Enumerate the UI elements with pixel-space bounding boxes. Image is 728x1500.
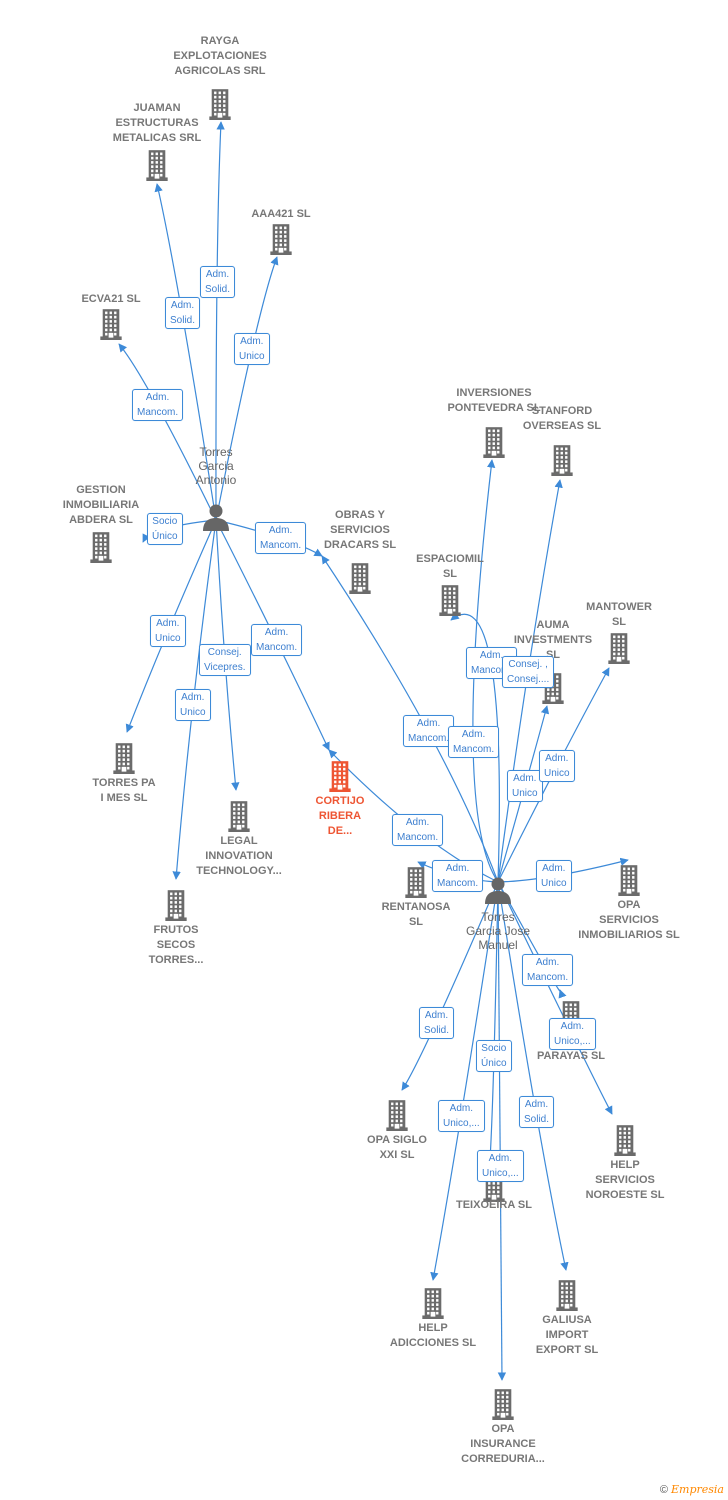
building-icon (560, 1122, 690, 1158)
edge-label[interactable]: Adm. Unico,... (549, 1018, 596, 1050)
node-label: CORTIJO RIBERA DE... (315, 795, 365, 837)
building-icon (368, 1285, 498, 1321)
edge-label[interactable]: Adm. Mancom. (448, 726, 500, 758)
node-label: INVERSIONES PONTEVEDRA SL (447, 387, 541, 414)
building-icon (174, 798, 304, 834)
edge-label[interactable]: Socio Único (147, 513, 183, 545)
node-label: ESPACIOMIL SL (416, 553, 484, 580)
edge-label[interactable]: Socio Único (476, 1040, 512, 1072)
edge-label[interactable]: Adm. Mancom. (255, 522, 307, 554)
edge-label[interactable]: Adm. Unico,... (438, 1100, 485, 1132)
building-icon (59, 740, 189, 776)
node-label: AUMA INVESTMENTS SL (513, 619, 593, 661)
edge-label[interactable]: Adm. Solid. (200, 266, 236, 298)
node-label: ECVA21 SL (81, 293, 141, 305)
building-icon (295, 560, 425, 596)
edge-label[interactable]: Adm. Mancom. (251, 624, 303, 656)
building-icon (564, 862, 694, 898)
building-icon (111, 887, 241, 923)
building-icon (385, 582, 515, 618)
node-label: TORRES PA I MES SL (92, 777, 156, 804)
copyright-symbol: © (659, 1484, 668, 1496)
edge-label[interactable]: Adm. Solid. (519, 1096, 555, 1128)
edge-label[interactable]: Adm. Unico (175, 689, 211, 721)
edge-label[interactable]: Consej. , Consej.... (502, 656, 555, 688)
edge-label[interactable]: Adm. Mancom. (432, 860, 484, 892)
node-label: FRUTOS SECOS TORRES... (148, 924, 204, 966)
edge-label[interactable]: Consej. Vicepres. (199, 644, 251, 676)
building-icon (46, 306, 176, 342)
node-label: HELP ADICCIONES SL (389, 1322, 477, 1349)
node-label: GESTION INMOBILIARIA ABDERA SL (62, 484, 140, 526)
node-label: OPA SERVICIOS INMOBILIARIOS SL (578, 899, 680, 941)
edge-label[interactable]: Adm. Unico (234, 333, 270, 365)
edge-label[interactable]: Adm. Mancom. (132, 389, 184, 421)
building-icon (92, 147, 222, 183)
building-icon (497, 442, 627, 478)
node-label: HELP SERVICIOS NOROESTE SL (585, 1159, 665, 1201)
person-icon (433, 873, 563, 907)
edge-label[interactable]: Adm. Unico,... (477, 1150, 524, 1182)
building-icon (554, 630, 684, 666)
brand-logo[interactable]: Empresia (671, 1483, 724, 1496)
node-label: OPA INSURANCE CORREDURIA... (461, 1423, 545, 1465)
building-icon (216, 221, 346, 257)
node-label: RAYGA EXPLOTACIONES AGRICOLAS SRL (173, 35, 267, 77)
node-label: Torres Garcia Antonio (195, 445, 237, 487)
node-label: LEGAL INNOVATION TECHNOLOGY... (196, 835, 282, 877)
edge-label[interactable]: Adm. Solid. (419, 1007, 455, 1039)
building-icon (155, 86, 285, 122)
edge-label[interactable]: Adm. Unico (150, 615, 186, 647)
edge-label[interactable]: Adm. Mancom. (403, 715, 455, 747)
edge-label[interactable]: Adm. Unico (536, 860, 572, 892)
node-label: JUAMAN ESTRUCTURAS METALICAS SRL (112, 102, 202, 144)
building-icon (36, 529, 166, 565)
node-label: MANTOWER SL (586, 601, 652, 628)
copyright: © Empresia (660, 1483, 724, 1496)
edge-label[interactable]: Adm. Unico (507, 770, 543, 802)
building-icon (351, 864, 481, 900)
node-label: OPA SIGLO XXI SL (367, 1134, 427, 1161)
building-icon (429, 424, 559, 460)
node-label: TEIXOEIRA SL (456, 1199, 532, 1211)
node-label: OBRAS Y SERVICIOS DRACARS SL (323, 509, 397, 551)
node-label: GALIUSA IMPORT EXPORT SL (535, 1314, 599, 1356)
edge-label[interactable]: Adm. Solid. (165, 297, 201, 329)
edge-label[interactable]: Adm. Unico (539, 750, 575, 782)
node-label: RENTANOSA SL (381, 901, 451, 928)
edge-label[interactable]: Adm. Mancom. (392, 814, 444, 846)
building-icon (438, 1386, 568, 1422)
building-icon (332, 1097, 462, 1133)
edge-label[interactable]: Adm. Mancom. (522, 954, 574, 986)
node-label: STANFORD OVERSEAS SL (522, 405, 602, 432)
node-label: Torres Garcia Jose Manuel (465, 910, 531, 952)
person-icon (151, 500, 281, 534)
building-icon (275, 758, 405, 794)
building-icon (502, 1277, 632, 1313)
node-label: AAA421 SL (251, 208, 311, 220)
